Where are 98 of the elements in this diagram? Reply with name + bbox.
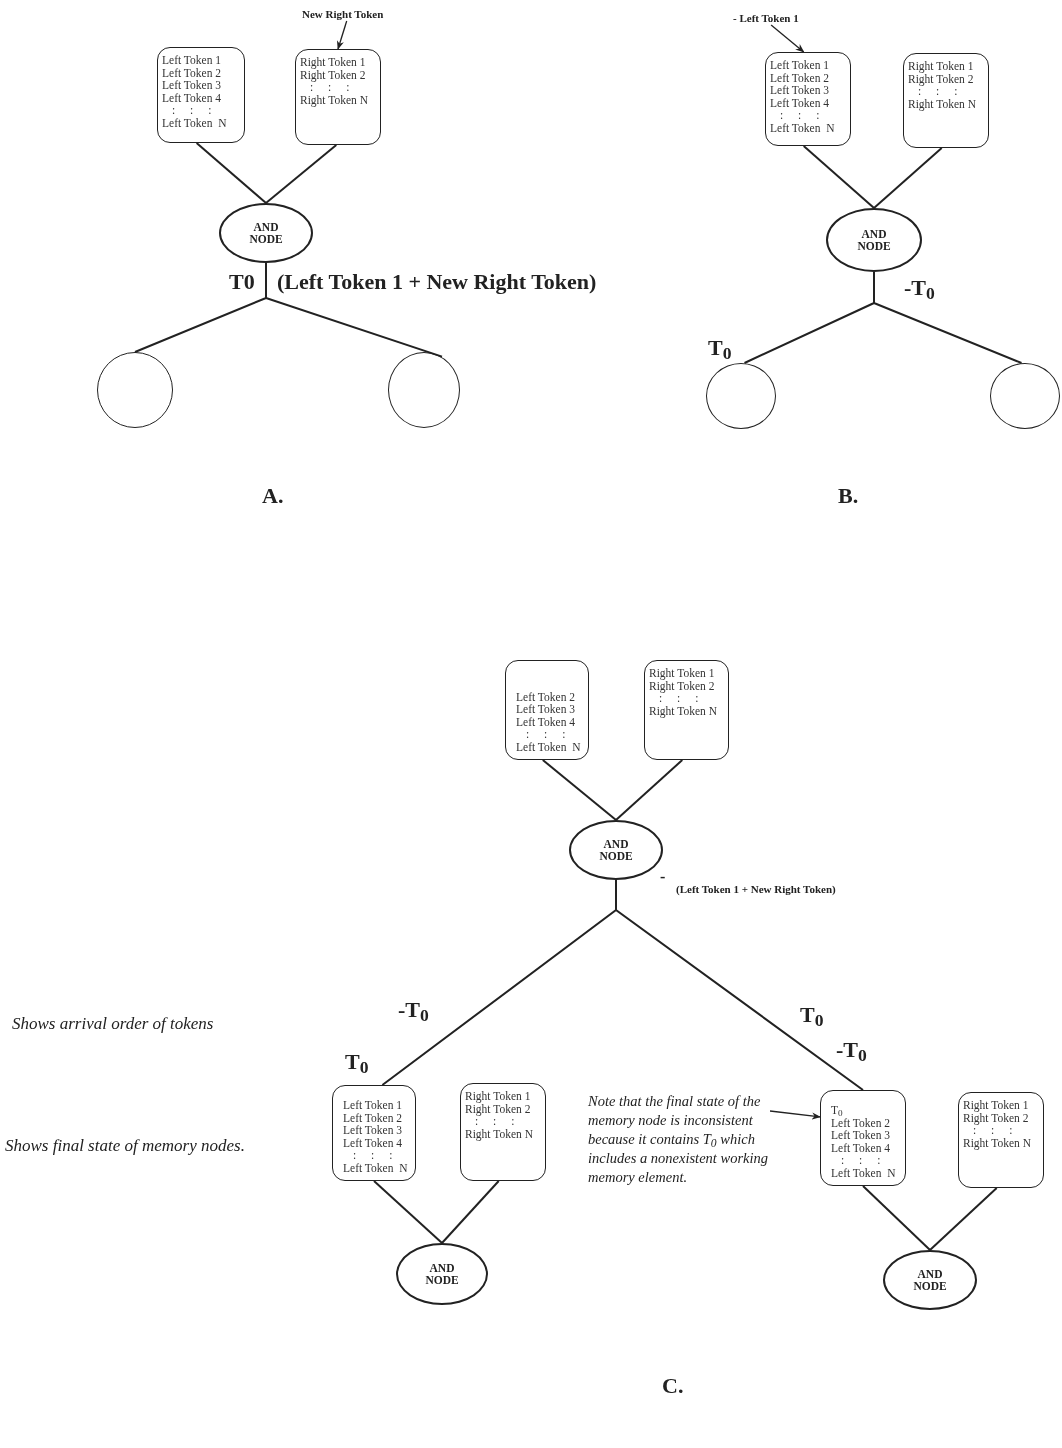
minus-sign: - (660, 868, 666, 886)
token-text: Left Token 2 (343, 1111, 404, 1124)
token-text: Left Token 3 (831, 1129, 892, 1142)
node-label: AND NODE (912, 1268, 948, 1292)
token-text: Right Token 1 (300, 56, 367, 69)
arrow (769, 1110, 821, 1120)
annotation-text: - Left Token 1 (733, 12, 799, 25)
token-text: Left Token 3 (770, 84, 831, 97)
token-text: Right Token 2 (963, 1111, 1030, 1124)
token-text: Left Token N (831, 1166, 897, 1179)
annotation-text: Shows arrival order of tokens (12, 1015, 214, 1034)
token-text: Left Token 1 (343, 1099, 404, 1112)
token-text: Right Token N (908, 97, 977, 110)
token-text: Left Token 2 (831, 1116, 892, 1129)
ellipsis-dots: : : : (779, 109, 821, 122)
ellipsis-dots: : : : (475, 1115, 516, 1128)
memory-box (820, 1090, 906, 1186)
arrow (770, 24, 805, 53)
token-text: Right Token 2 (908, 72, 975, 85)
connector-line (265, 262, 443, 358)
token-text: Left Token 2 (516, 690, 577, 703)
connector-line (441, 1180, 500, 1244)
token-text: Right Token N (465, 1127, 534, 1140)
token-text: Left Token 3 (516, 703, 577, 716)
token-text: Left Token 4 (343, 1136, 404, 1149)
token-text: Right Token 2 (465, 1102, 532, 1115)
panel-letter: A. (262, 484, 284, 509)
memory-box (460, 1083, 546, 1181)
memory-box (295, 49, 381, 145)
memory-box (903, 53, 989, 148)
token-label: (Left Token 1 + New Right Token) (277, 270, 597, 295)
annotation-text: Shows final state of memory nodes. (5, 1137, 245, 1156)
token-text: Left Token 2 (770, 71, 831, 84)
token-text: Left Token 3 (343, 1124, 404, 1137)
ellipsis-dots: : : : (310, 81, 351, 94)
token-label: T$_{0}$ (800, 1003, 824, 1028)
arrow (336, 20, 348, 50)
token-text: Left Token N (162, 116, 228, 129)
node-label: AND NODE (248, 221, 284, 245)
memory-box (157, 47, 245, 143)
connector-line (615, 879, 864, 1091)
panel-letter: C. (662, 1374, 684, 1399)
connector-line (373, 1180, 443, 1244)
token-text: Left Token N (343, 1161, 409, 1174)
token-text: Right Token 2 (649, 679, 716, 692)
token-text: T$_{0}$ (831, 1104, 843, 1117)
panel-letter: B. (838, 484, 859, 509)
token-text: Right Token 2 (300, 68, 367, 81)
connector-line (265, 144, 338, 204)
node-label: AND NODE (856, 228, 892, 252)
token-label: -T$_{0}$ (904, 276, 935, 301)
token-text: Right Token N (963, 1136, 1032, 1149)
token-label: T0 (229, 270, 255, 295)
ellipsis-dots: : : : (352, 1149, 394, 1162)
annotation-text: Note that the final state of the memory node is inconsistent because it contains T$_{0}$ which includes a nonexistent working memory element. (588, 1092, 770, 1187)
memory-box (958, 1092, 1044, 1188)
ellipsis-dots: : : : (840, 1154, 882, 1167)
connector-line (873, 147, 943, 209)
token-text: Right Token 1 (908, 60, 975, 73)
token-label: T$_{0}$ (345, 1050, 369, 1075)
token-text: Left Token N (516, 740, 582, 753)
token-label: -T$_{0}$ (836, 1038, 867, 1063)
connector-line (802, 145, 875, 209)
ellipsis-dots: : : : (973, 1124, 1014, 1137)
annotation-text: New Right Token (302, 8, 384, 21)
connector-line (862, 1185, 931, 1251)
token-text: Left Token 4 (770, 96, 831, 109)
token-text: Left Token 2 (162, 66, 223, 79)
token-text: Right Token 1 (649, 667, 716, 680)
token-text: Left Token 4 (162, 91, 223, 104)
token-label: (Left Token 1 + New Right Token) (676, 883, 836, 896)
connector-line (541, 759, 617, 821)
token-text: Left Token 1 (770, 59, 831, 72)
memory-box (644, 660, 729, 760)
token-text: Left Token 4 (516, 715, 577, 728)
token-text: Right Token N (649, 704, 718, 717)
token-text: Left Token N (770, 121, 836, 134)
ellipsis-dots: : : : (918, 85, 959, 98)
memory-box (505, 660, 589, 760)
token-text: Left Token 4 (831, 1141, 892, 1154)
memory-box (765, 52, 851, 146)
token-label: -T$_{0}$ (398, 998, 429, 1023)
token-text: Left Token 1 (162, 54, 223, 67)
node-label: AND NODE (424, 1262, 460, 1286)
token-text: Right Token 1 (465, 1090, 532, 1103)
token-text: Right Token N (300, 93, 369, 106)
token-text: Left Token 3 (162, 79, 223, 92)
ellipsis-dots: : : : (525, 728, 567, 741)
memory-box (332, 1085, 416, 1181)
token-label: T$_{0}$ (708, 336, 732, 361)
connector-line (929, 1187, 998, 1251)
ellipsis-dots: : : : (171, 104, 213, 117)
node-label: AND NODE (598, 838, 634, 862)
ellipsis-dots: : : : (659, 692, 700, 705)
connector-line (195, 142, 267, 204)
connector-line (873, 271, 1023, 364)
token-text: Right Token 1 (963, 1099, 1030, 1112)
connector-line (615, 759, 684, 821)
